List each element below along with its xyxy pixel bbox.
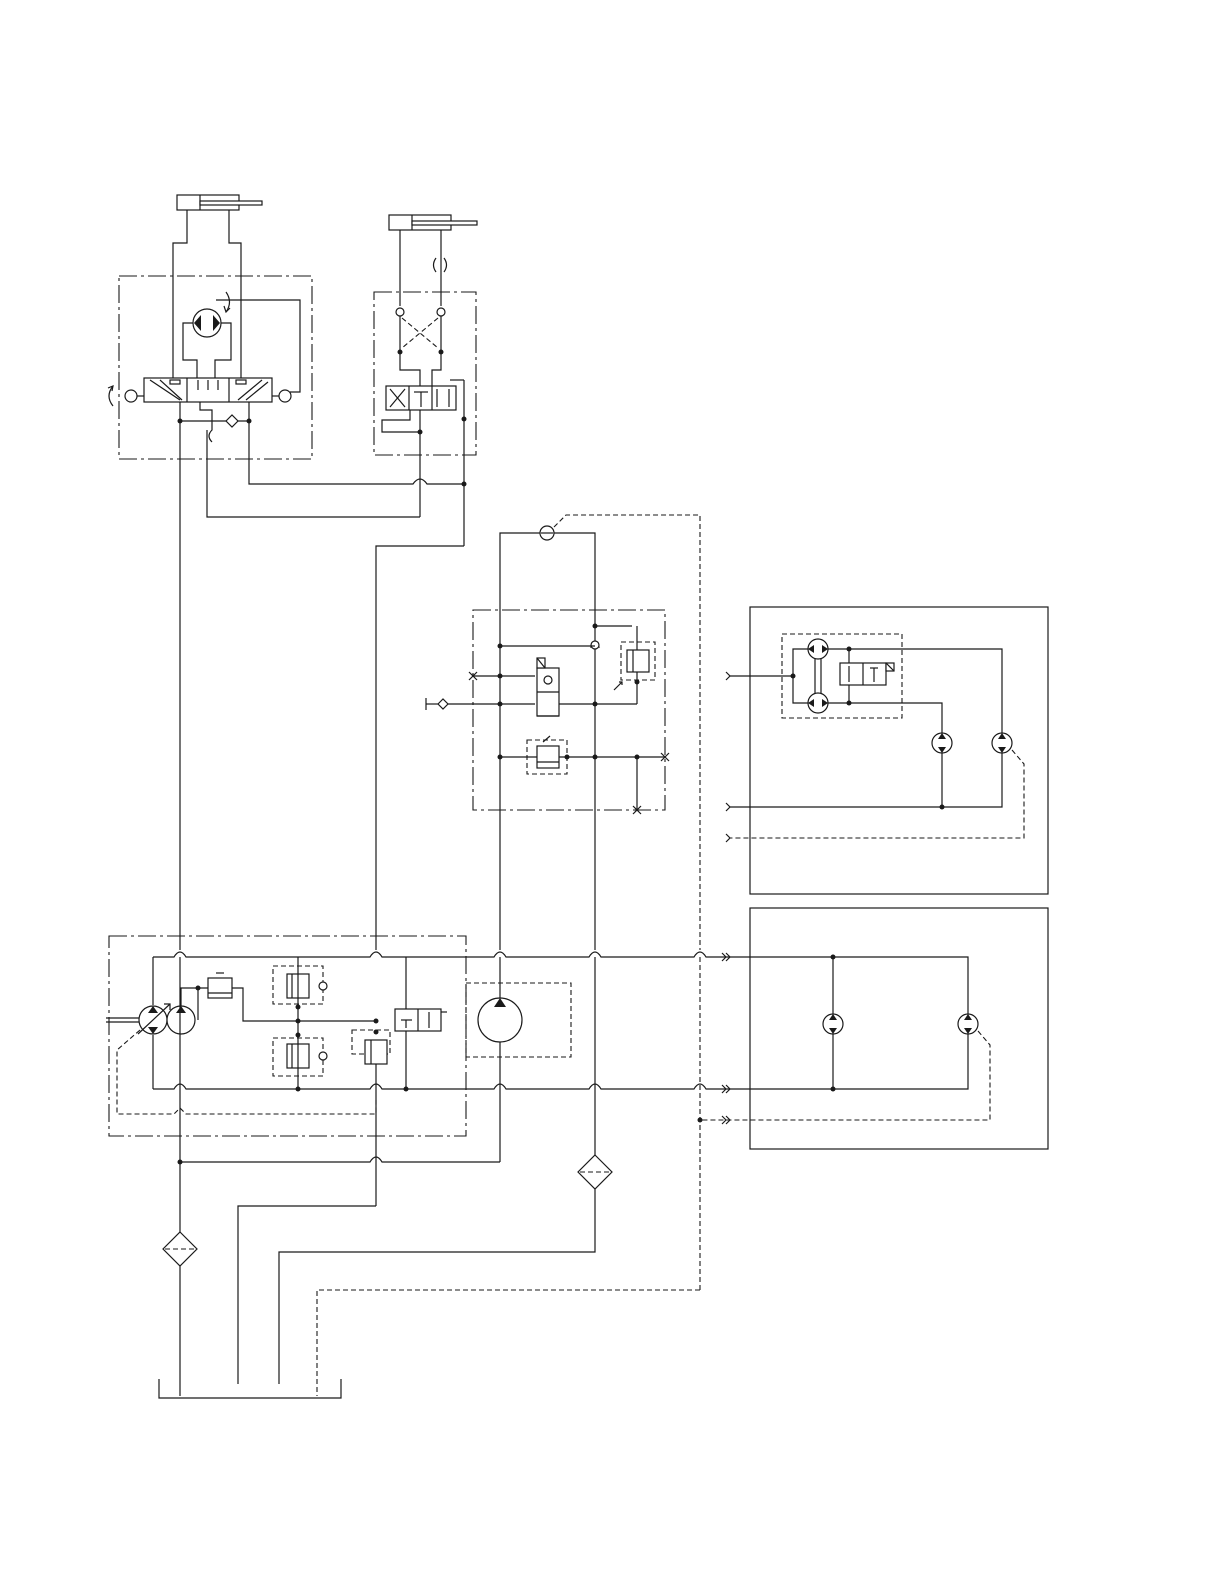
drive-motor-block-lower	[750, 908, 1048, 1149]
check-valve	[226, 415, 238, 427]
quick-couplers	[722, 953, 730, 1124]
wheel-motor-upper-left	[932, 733, 952, 753]
high-pressure-relief-lower	[273, 1038, 327, 1076]
lift-valve-boundary	[374, 292, 476, 455]
relief-valve-upper	[614, 642, 655, 690]
suction-filter	[163, 1232, 197, 1266]
restrictor-orifice	[434, 258, 447, 272]
lift-directional-valve	[386, 386, 456, 410]
steering-cylinder	[173, 195, 262, 378]
high-pressure-relief-upper	[273, 966, 327, 1004]
pump-assembly-boundary	[109, 936, 466, 1136]
flow-divider	[808, 639, 828, 713]
pressure-switch-valve	[352, 1030, 390, 1064]
divider-bypass-valve	[840, 663, 894, 685]
wheel-motor-lower-left	[823, 1014, 843, 1034]
shuttle-valve-top	[540, 526, 554, 540]
loop-flushing-valve	[395, 1009, 447, 1031]
wheel-motor-lower-right	[958, 1014, 978, 1034]
wheel-motor-upper-right	[992, 733, 1012, 753]
relief-valve-lower	[527, 736, 567, 774]
variable-displacement-pump	[138, 1004, 170, 1034]
pilot-check-valves	[396, 308, 445, 355]
charge-pump-small	[167, 1006, 195, 1034]
return-filter	[578, 1155, 612, 1189]
brake-valve-boundary	[473, 610, 665, 810]
charge-relief-valve	[208, 973, 232, 998]
main-hydraulic-motor	[466, 983, 571, 1057]
brake-spool-valve	[537, 658, 559, 716]
steering-directional-valve	[108, 378, 291, 406]
reservoir	[159, 1379, 341, 1398]
